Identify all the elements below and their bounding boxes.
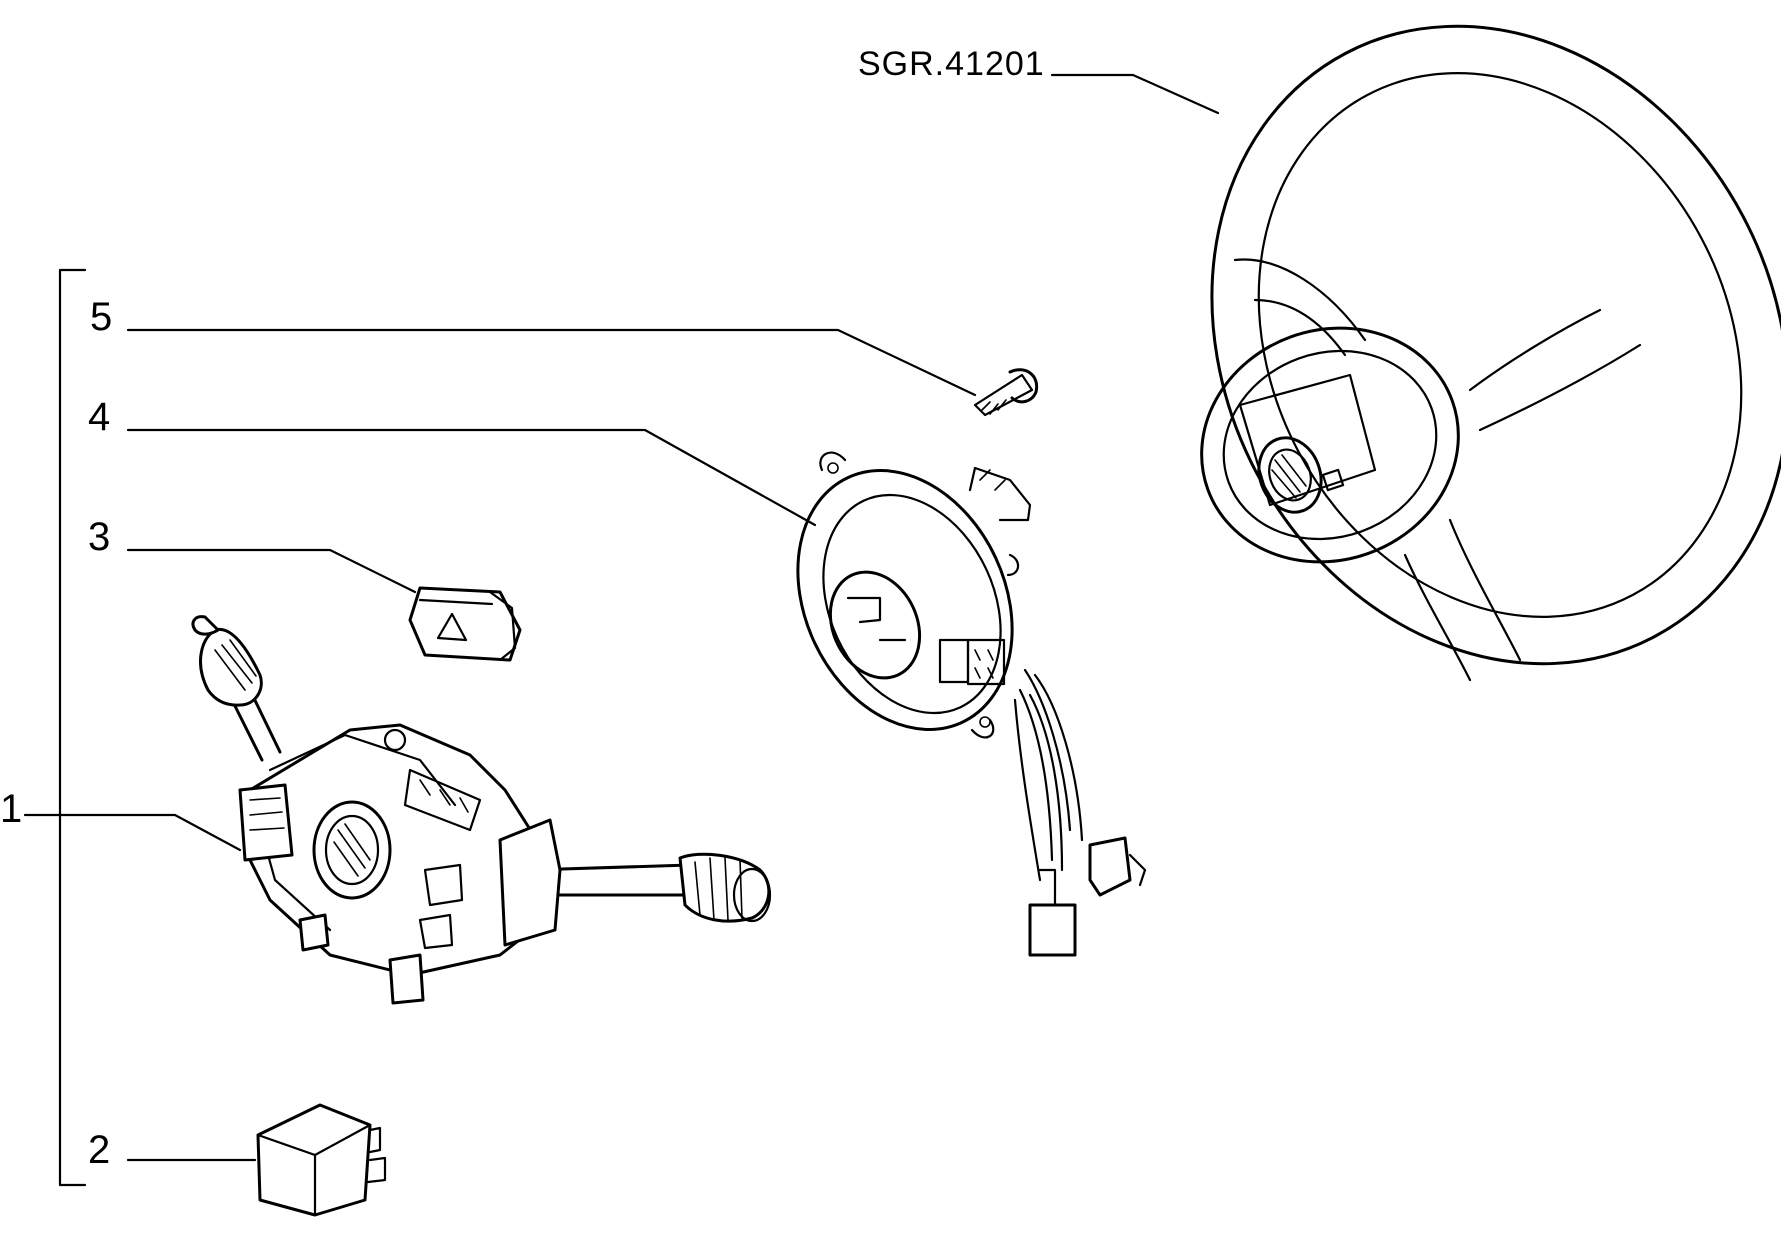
callout-2: 2 [88,1128,110,1172]
steering-column-switch-icon [191,615,772,1005]
clock-spring-icon [796,451,1147,957]
hazard-warning-switch-icon [408,586,522,662]
reference-code-label: SGR.41201 [858,45,1045,83]
leader-3 [126,548,417,594]
callout-1: 1 [0,787,22,831]
callout-4: 4 [88,395,110,439]
leader-5 [126,328,977,397]
callout-3: 3 [88,515,110,559]
relay-icon [256,1103,387,1217]
steering-wheel-icon [1200,24,1781,682]
reference-leader-line [1050,73,1220,115]
leader-1 [23,813,242,852]
callout-5: 5 [90,295,112,339]
group-bracket [58,268,87,1187]
leader-4 [126,428,817,527]
screw-icon [973,368,1039,417]
